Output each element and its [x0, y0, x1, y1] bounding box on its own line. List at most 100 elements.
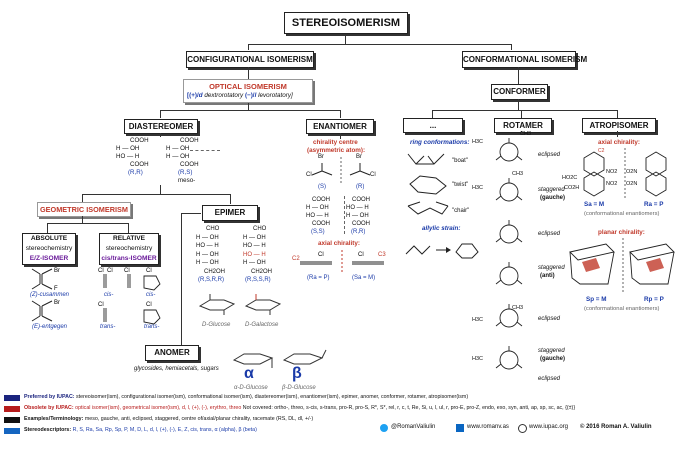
e-label: (E)-entgegen	[32, 324, 68, 330]
geometric-label: GEOMETRIC ISOMERISM	[40, 205, 128, 214]
configurational-label: CONFIGURATIONAL ISOMERISM	[187, 55, 313, 64]
twitter-icon	[380, 424, 388, 432]
connector	[47, 223, 129, 224]
linkedin-link[interactable]: www.romanv.as	[467, 424, 509, 430]
optical-sub-dex: dextrorotatory	[204, 92, 244, 99]
connector	[345, 34, 346, 45]
footer: @RomanValiulin www.romanv.as www.iupac.o…	[380, 423, 680, 435]
connector	[432, 110, 433, 118]
conformational-label: CONFORMATIONAL ISOMERISM	[463, 55, 588, 64]
rot-ch3-2: CH3	[512, 171, 524, 177]
cyclophane-drawing	[569, 238, 675, 294]
enant-br-1: Br	[318, 154, 324, 160]
twist-label: "twist"	[452, 182, 469, 188]
rot-4-staggered: staggered	[538, 265, 565, 271]
cis-label-2: cis-	[146, 292, 156, 298]
alpha-symbol: α	[244, 365, 254, 382]
configurational-box: CONFIGURATIONAL ISOMERISM	[186, 51, 314, 68]
legend-text-3: meso, gauche, anti, eclipsed, staggered,…	[84, 416, 314, 422]
atrop-rap: Ra = P	[644, 201, 664, 208]
title-box: STEREOISOMERISM	[284, 12, 408, 34]
epimer-box: EPIMER	[202, 205, 258, 221]
mirror-line	[190, 150, 220, 151]
dia2-h2: H	[166, 153, 171, 160]
connector	[160, 185, 161, 195]
globe-icon	[518, 424, 527, 433]
optical-sub-lev: levorotatory]	[258, 92, 293, 99]
rot-6-gauche: (gauche)	[540, 356, 566, 362]
legend-row-2: Obsolete by IUPAC: optical isomer(ism), …	[4, 405, 682, 414]
legend-text-2: optical isomer(ism), geometrical isomer(…	[75, 405, 242, 411]
conformer-box: CONFORMER	[491, 84, 548, 100]
enant-ss: (S,S)	[311, 229, 325, 235]
connector	[518, 67, 519, 84]
svg-text:Br: Br	[54, 300, 60, 306]
legend-row-3: Examples/Terminology: meso, gauche, anti…	[4, 416, 682, 425]
connector	[521, 131, 522, 135]
dia2-oh2: OH	[180, 153, 190, 160]
svg-text:Cl: Cl	[146, 302, 152, 308]
connector	[181, 213, 182, 353]
ring-conf-title: ring conformations:	[410, 139, 470, 146]
dia2-cooh-top: COOH	[180, 137, 199, 144]
absolute-l2: stereochemistry	[25, 245, 73, 252]
page-title: STEREOISOMERISM	[291, 17, 401, 29]
rot-2-staggered: staggered	[538, 187, 565, 193]
web-link[interactable]: www.iupac.org	[529, 424, 569, 430]
twist-drawing	[409, 175, 447, 195]
legend-label-4: Stereodescriptors:	[24, 427, 72, 433]
relative-l2: stereochemistry	[105, 245, 153, 252]
conformer-label: CONFORMER	[493, 87, 546, 96]
rot-ch3-3: CH3	[512, 305, 524, 311]
svg-text:C2: C2	[598, 148, 605, 154]
twitter-link[interactable]: @RomanValiulin	[391, 424, 436, 430]
svg-text:Cl: Cl	[98, 302, 104, 308]
dia-ho: HO	[116, 153, 126, 160]
rot-ch3-1: CH3	[520, 131, 532, 137]
allylic-strain-title: allylic strain:	[422, 225, 461, 232]
legend-swatch-1	[4, 395, 20, 401]
chair-label: "chair"	[452, 208, 470, 214]
dots-label: ...	[429, 121, 437, 130]
biphenyl-drawing: C2	[583, 148, 667, 198]
legend-label-1: Preferred by IUPAC:	[24, 394, 75, 400]
legend: Preferred by IUPAC: stereoisomer(ism), c…	[4, 392, 682, 444]
dia-h2: H	[134, 153, 140, 160]
allylic-drawing	[405, 243, 479, 259]
legend-swatch-2	[4, 406, 20, 412]
svg-text:F: F	[54, 286, 58, 292]
diastereomer-label: DIASTEREOMER	[128, 122, 194, 131]
enantiomer-label: ENANTIOMER	[313, 122, 367, 131]
glucose-ch2oh: CH2OH	[204, 268, 226, 275]
rot-h3c-3: H3C	[472, 317, 484, 323]
chiral-centre-drawing	[311, 157, 371, 183]
enant-axial: axial chirality:	[318, 240, 360, 247]
galactose-ring-drawing	[244, 294, 282, 315]
atrop-co2h: CO2H	[564, 185, 580, 191]
enantiomer-box: ENANTIOMER	[306, 119, 374, 134]
atrop-o2n-1: O2N	[626, 169, 638, 175]
atrop-no2-2: NO2	[606, 181, 618, 187]
dia-h: H	[116, 145, 121, 152]
atrop-rpp: Rp = P	[644, 296, 664, 303]
legend-row-1: Preferred by IUPAC: stereoisomer(ism), c…	[4, 394, 682, 403]
svg-text:Cl: Cl	[98, 268, 104, 274]
atrop-conf-enant-2: (conformational enantiomers)	[584, 306, 660, 312]
connector	[340, 133, 341, 139]
enant-sam: (Sa = M)	[352, 275, 376, 281]
optical-sub: [(+)/d dextrorotatory (−)/l levorotatory…	[187, 92, 293, 99]
atrop-planar: planar chirality:	[598, 229, 645, 236]
boat-label: "boat"	[452, 158, 468, 164]
dia2-oh: OH	[180, 145, 190, 152]
svg-text:Cl: Cl	[124, 268, 130, 274]
rotamer-box: ROTAMER	[494, 118, 552, 133]
rotamer-label: ROTAMER	[503, 121, 543, 130]
mirror-line	[344, 196, 345, 234]
connector	[518, 99, 519, 111]
beta-symbol: β	[292, 365, 302, 382]
beta-glucose-drawing	[282, 349, 327, 365]
absolute-l1: ABSOLUTE	[30, 235, 68, 242]
connector	[82, 194, 230, 195]
